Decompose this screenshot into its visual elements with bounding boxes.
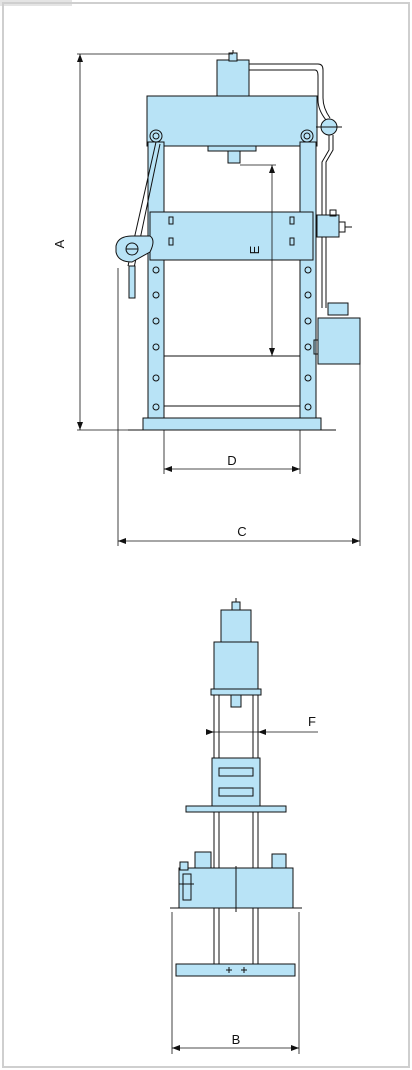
- dimension-f-label: F: [308, 714, 316, 729]
- side-dimensions: F B: [171, 714, 318, 1054]
- right-column: [299, 141, 317, 421]
- pump-tank: [317, 317, 361, 365]
- pump-motor: [327, 302, 349, 316]
- dimension-d-label: D: [227, 453, 236, 468]
- hydraulic-pipe: [249, 63, 331, 119]
- side-view: [170, 598, 302, 977]
- front-view: [115, 50, 361, 431]
- front-dimensions: A E D C: [52, 53, 361, 546]
- side-cylinder: [213, 641, 259, 691]
- movable-table: [149, 211, 314, 261]
- left-column: [147, 141, 165, 421]
- side-gauge: [182, 873, 192, 901]
- top-crossbeam: [146, 95, 318, 147]
- base-plate: [142, 417, 322, 431]
- dimension-e-label: E: [247, 245, 262, 254]
- column-holes: [152, 241, 312, 411]
- left-pulley: [149, 129, 163, 143]
- winch-handle: [128, 265, 136, 299]
- side-cylinder-top: [220, 609, 252, 643]
- side-foot-plate: [175, 963, 296, 977]
- side-table: [211, 757, 261, 811]
- dimension-b-label: B: [232, 1032, 241, 1047]
- valve-block: [316, 214, 340, 238]
- ram: [227, 150, 241, 164]
- right-pulley: [300, 129, 314, 143]
- side-ram: [230, 694, 242, 708]
- dimension-a-label: A: [52, 239, 67, 248]
- dimension-c-label: C: [237, 524, 246, 539]
- side-table-ledge: [185, 805, 287, 813]
